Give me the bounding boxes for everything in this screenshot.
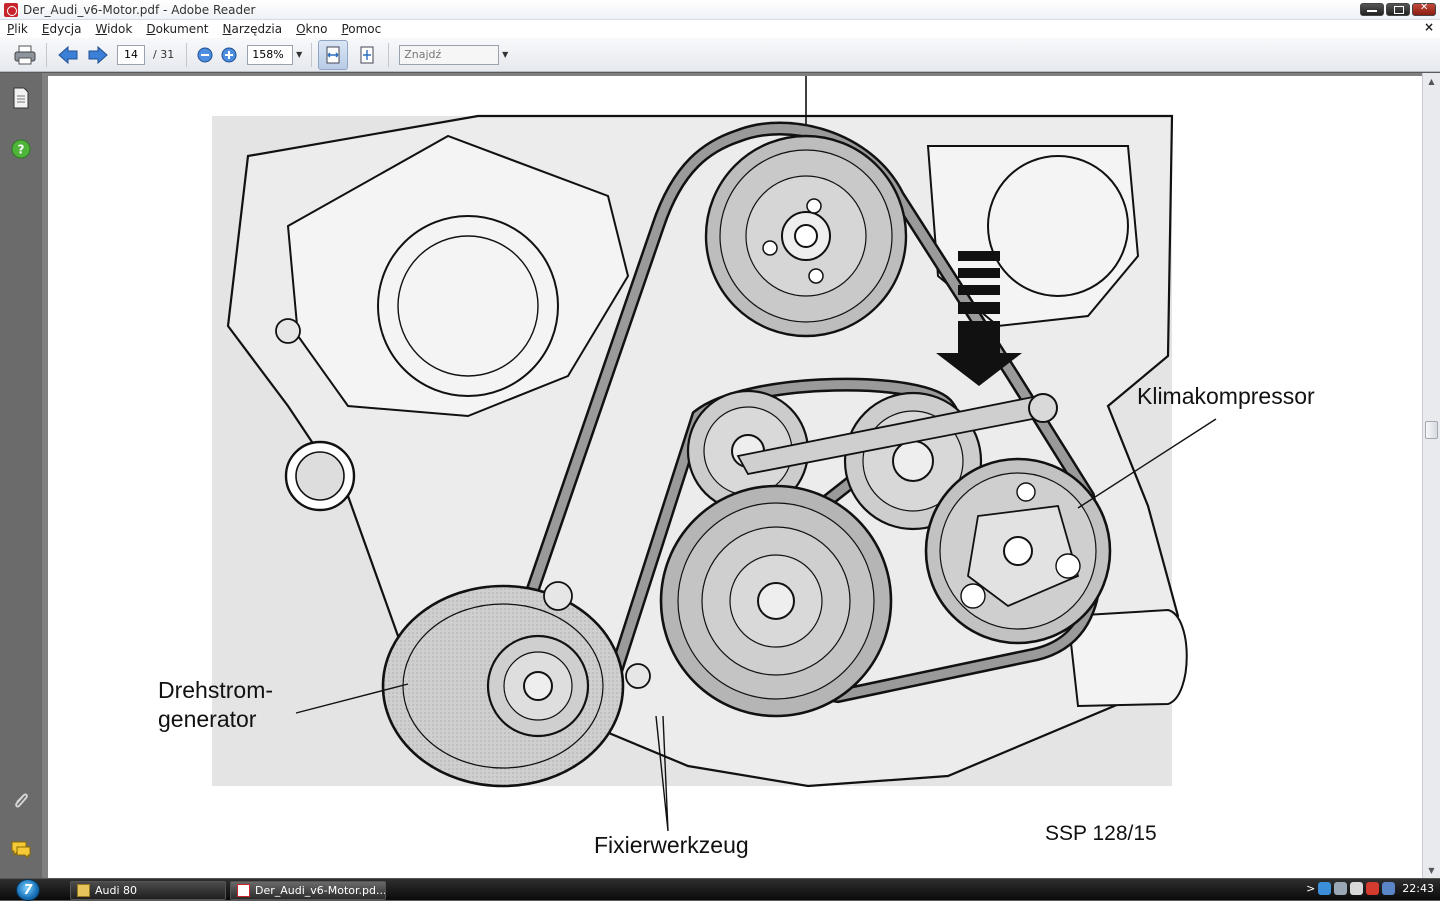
- close-button[interactable]: [1412, 2, 1436, 16]
- taskbar-item-adobe-reader[interactable]: Der_Audi_v6-Motor.pd...: [230, 881, 386, 900]
- window-title: Der_Audi_v6-Motor.pdf - Adobe Reader: [23, 2, 256, 17]
- zoom-level-input[interactable]: 158%: [247, 44, 294, 65]
- fit-page-icon[interactable]: [354, 42, 380, 68]
- minimize-button[interactable]: [1360, 3, 1384, 16]
- fit-width-button[interactable]: [318, 39, 349, 70]
- svg-text:?: ?: [18, 143, 25, 157]
- label-ssp: SSP 128/15: [1045, 822, 1157, 845]
- label-drehstrom: Drehstrom- generator: [158, 676, 273, 734]
- document-view[interactable]: Klimakompressor Drehstrom- generator Fix…: [42, 73, 1422, 878]
- folder-icon: [77, 884, 90, 897]
- scroll-down-icon[interactable]: ▼: [1428, 865, 1435, 875]
- start-button[interactable]: 7: [16, 879, 40, 901]
- clock: 22:43: [1402, 882, 1434, 895]
- zoom-out-icon[interactable]: [195, 42, 215, 68]
- volume-icon[interactable]: [1334, 882, 1348, 895]
- page-total: / 31: [153, 48, 175, 61]
- vertical-scrollbar[interactable]: ▲ ▼: [1422, 73, 1440, 878]
- navigation-pane: ?: [0, 73, 42, 878]
- adobe-reader-icon: [4, 2, 18, 17]
- pdf-page: Klimakompressor Drehstrom- generator Fix…: [48, 76, 1422, 878]
- toolbar-separator: [186, 42, 188, 67]
- pdf-icon: [237, 884, 250, 897]
- update-icon[interactable]: [1382, 882, 1396, 895]
- document-close-button[interactable]: ×: [1423, 20, 1434, 34]
- menu-bar: Plik Edycja Widok Dokument Narzędzia Okn…: [0, 20, 1440, 38]
- label-klimakompressor: Klimakompressor: [1137, 383, 1315, 409]
- scroll-up-icon[interactable]: ▲: [1428, 76, 1435, 86]
- help-icon[interactable]: ?: [10, 138, 32, 160]
- menu-plik[interactable]: Plik: [7, 22, 28, 36]
- toolbar-separator: [311, 42, 313, 67]
- network-icon[interactable]: [1318, 882, 1332, 895]
- label-drehstrom-line1: Drehstrom-: [158, 677, 274, 703]
- system-tray: > 22:43: [1306, 882, 1434, 895]
- menu-pomoc[interactable]: Pomoc: [341, 22, 382, 36]
- find-input[interactable]: Znajdź: [399, 44, 500, 65]
- menu-okno[interactable]: Okno: [296, 22, 328, 36]
- next-page-icon[interactable]: [85, 42, 111, 68]
- window-controls: [1360, 2, 1436, 16]
- pages-icon[interactable]: [10, 87, 32, 109]
- action-center-icon[interactable]: [1350, 882, 1364, 895]
- engine-belt-diagram: [212, 76, 1217, 832]
- comments-icon[interactable]: [10, 839, 32, 861]
- page-number-input[interactable]: 14: [117, 44, 145, 65]
- label-drehstrom-line2: generator: [158, 706, 257, 732]
- antivirus-icon[interactable]: [1366, 882, 1380, 895]
- toolbar-separator: [46, 42, 47, 67]
- toolbar: 14 / 31 158% ▼ Znajdź ▼: [0, 38, 1440, 72]
- menu-widok[interactable]: Widok: [95, 22, 133, 36]
- tray-expand-icon[interactable]: >: [1306, 882, 1316, 895]
- scrollbar-thumb[interactable]: [1425, 421, 1438, 439]
- maximize-button[interactable]: [1386, 3, 1410, 16]
- find-dropdown-icon[interactable]: ▼: [502, 50, 509, 59]
- previous-page-icon[interactable]: [55, 42, 81, 68]
- toolbar-separator: [388, 42, 390, 67]
- label-fixierwerkzeug: Fixierwerkzeug: [594, 832, 749, 858]
- title-bar: Der_Audi_v6-Motor.pdf - Adobe Reader: [0, 0, 1440, 20]
- attachment-icon[interactable]: [10, 790, 32, 812]
- print-icon[interactable]: [12, 42, 38, 68]
- taskbar-item-audi80[interactable]: Audi 80: [70, 881, 226, 900]
- taskbar: 7 Audi 80 Der_Audi_v6-Motor.pd... > 22:4…: [0, 878, 1440, 901]
- zoom-dropdown-icon[interactable]: ▼: [296, 50, 303, 59]
- direction-arrow: [936, 251, 1022, 386]
- menu-edycja[interactable]: Edycja: [41, 22, 82, 36]
- zoom-in-icon[interactable]: [219, 42, 239, 68]
- menu-narzedzia[interactable]: Narzędzia: [222, 22, 283, 36]
- menu-dokument[interactable]: Dokument: [146, 22, 209, 36]
